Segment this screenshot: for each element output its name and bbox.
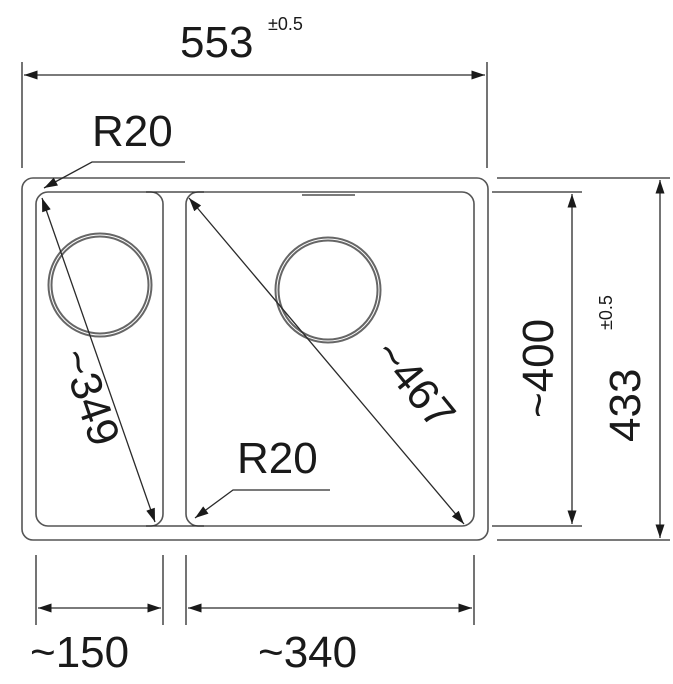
inner-height-dimension: ~400 xyxy=(492,191,582,527)
radius-top-label: R20 xyxy=(92,107,173,156)
bowl-width-dimensions: ~150 ~340 xyxy=(30,555,475,677)
radius-top-callout: R20 xyxy=(43,107,185,189)
radius-bottom-label: R20 xyxy=(237,434,318,483)
radius-bottom-callout: R20 xyxy=(194,434,330,519)
right-diagonal-value: ~467 xyxy=(364,330,464,438)
width-dimension: 553 ±0.5 xyxy=(21,14,488,168)
width-tolerance: ±0.5 xyxy=(268,14,303,34)
left-bowl xyxy=(35,191,164,527)
right-bowl xyxy=(185,191,475,527)
right-bowl-width-value: ~340 xyxy=(258,628,357,677)
left-bowl-width-value: ~150 xyxy=(30,628,129,677)
height-tolerance: ±0.5 xyxy=(596,295,616,330)
inner-height-value: ~400 xyxy=(514,319,563,418)
left-drain xyxy=(47,232,153,338)
left-diagonal-value: ~349 xyxy=(51,342,130,452)
width-value: 553 xyxy=(180,18,253,67)
left-diagonal-dimension: ~349 xyxy=(41,197,156,523)
right-drain xyxy=(274,236,382,344)
height-dimension: 433 ±0.5 xyxy=(497,177,670,541)
right-diagonal-dimension: ~467 xyxy=(188,197,465,525)
sink-outer-rim xyxy=(21,177,489,541)
height-value: 433 xyxy=(601,369,650,442)
